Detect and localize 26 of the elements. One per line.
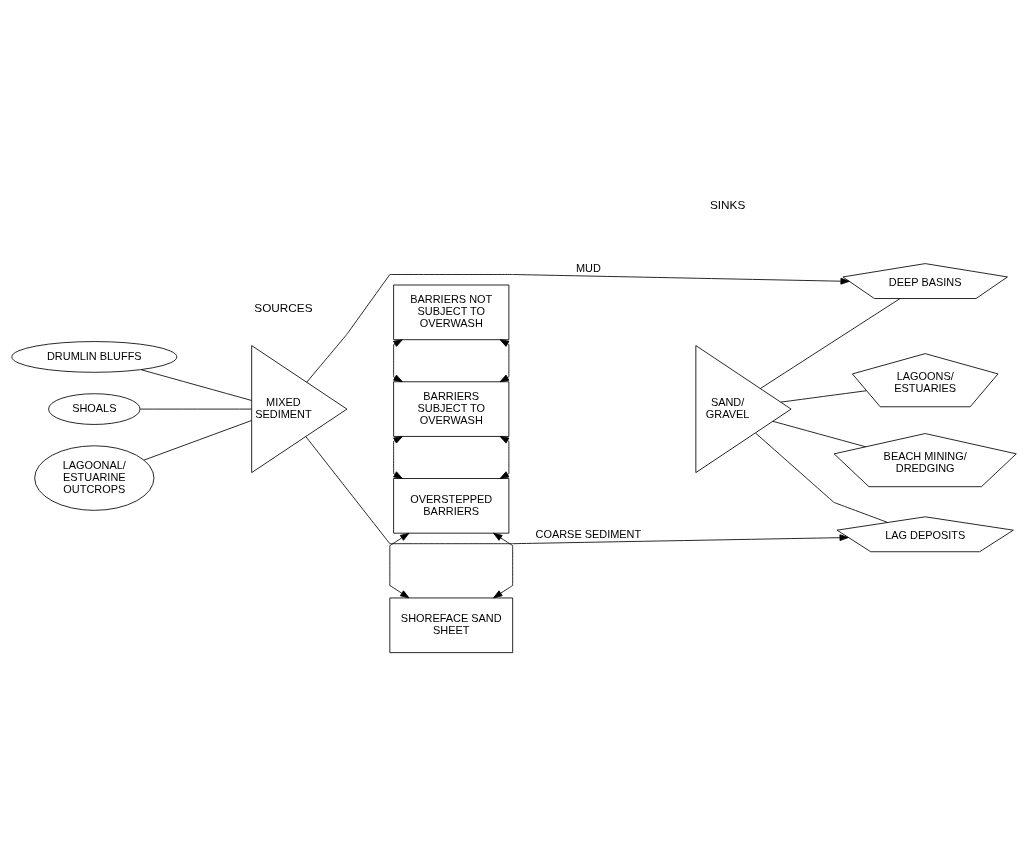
connector — [755, 432, 889, 523]
edge-label: MUD — [575, 261, 601, 274]
arrow — [499, 338, 510, 382]
connector — [140, 368, 253, 401]
edge-label: COARSE SEDIMENT — [535, 527, 642, 540]
node-box: BARRIERS NOT SUBJECT TO OVERWASH — [393, 284, 510, 340]
arrow — [393, 338, 403, 382]
connector — [139, 408, 252, 409]
arrow — [493, 532, 514, 598]
arrow — [305, 435, 849, 544]
connector — [780, 389, 867, 403]
connector — [759, 297, 901, 389]
connector — [772, 420, 866, 447]
node-ellipse: LAGOONAL/ ESTUARINE OUTCROPS — [34, 444, 155, 511]
arrow — [393, 435, 403, 479]
label: SOURCES — [254, 300, 313, 314]
arrow — [499, 435, 510, 479]
node-box: SHOREFACE SAND SHEET — [389, 597, 514, 653]
node-box: OVERSTEPPED BARRIERS — [393, 477, 510, 534]
label: SINKS — [709, 197, 746, 211]
arrow — [389, 532, 410, 598]
arrow — [306, 273, 850, 383]
node-box: BARRIERS SUBJECT TO OVERWASH — [393, 380, 510, 437]
node-ellipse: SHOALS — [48, 392, 141, 425]
connector — [143, 419, 252, 461]
node-ellipse: DRUMLIN BLUFFS — [11, 340, 178, 373]
